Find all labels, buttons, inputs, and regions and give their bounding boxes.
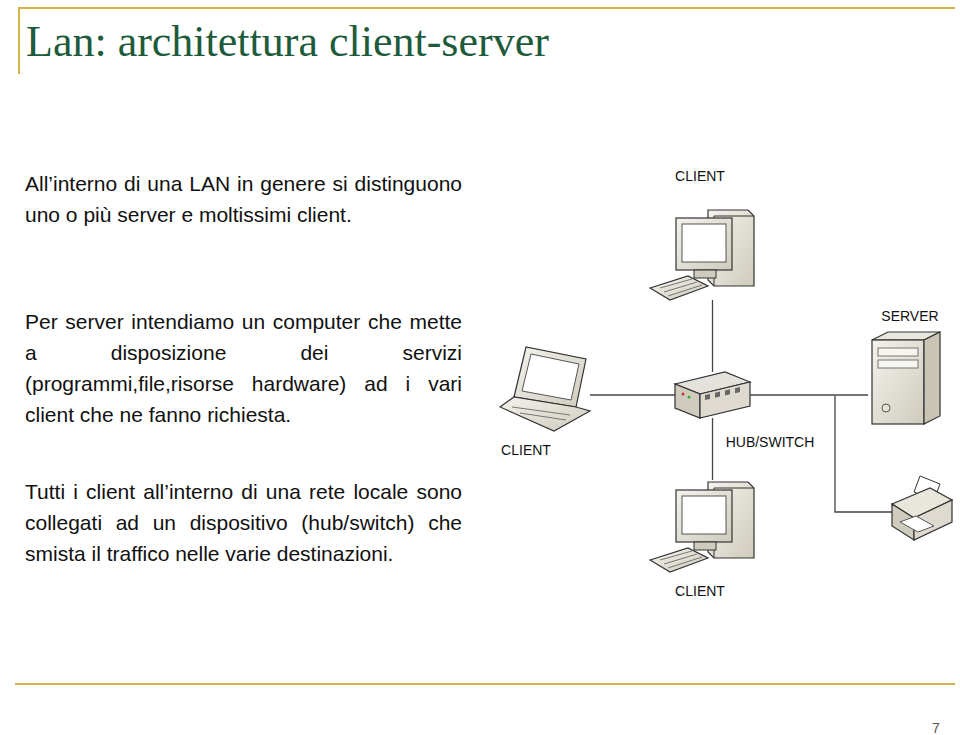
- body-paragraph: All’interno di una LAN in genere si dist…: [25, 168, 462, 230]
- client-computer: CLIENT: [650, 208, 755, 300]
- body-paragraph: Per server intendiamo un computer che me…: [25, 306, 462, 430]
- body-paragraph: Tutti i client all’interno di una rete l…: [25, 476, 462, 569]
- device-label: SERVER: [881, 308, 938, 324]
- device-label: CLIENT: [675, 168, 725, 184]
- device-label: HUB/SWITCH: [726, 434, 815, 450]
- client-laptop: CLIENT: [500, 345, 590, 431]
- hub-switch: HUB/SWITCH: [675, 372, 750, 418]
- slide-title: Lan: architettura client-server: [26, 16, 549, 67]
- device-label: CLIENT: [675, 583, 725, 599]
- network-cable: [712, 418, 713, 480]
- server-machine: SERVER: [868, 330, 942, 425]
- device-label: CLIENT: [501, 442, 551, 458]
- network-cable: [712, 300, 713, 372]
- network-cable: [750, 394, 868, 395]
- page-number: 7: [932, 720, 952, 735]
- client-computer: CLIENT: [650, 480, 755, 572]
- network-cable: [590, 394, 675, 395]
